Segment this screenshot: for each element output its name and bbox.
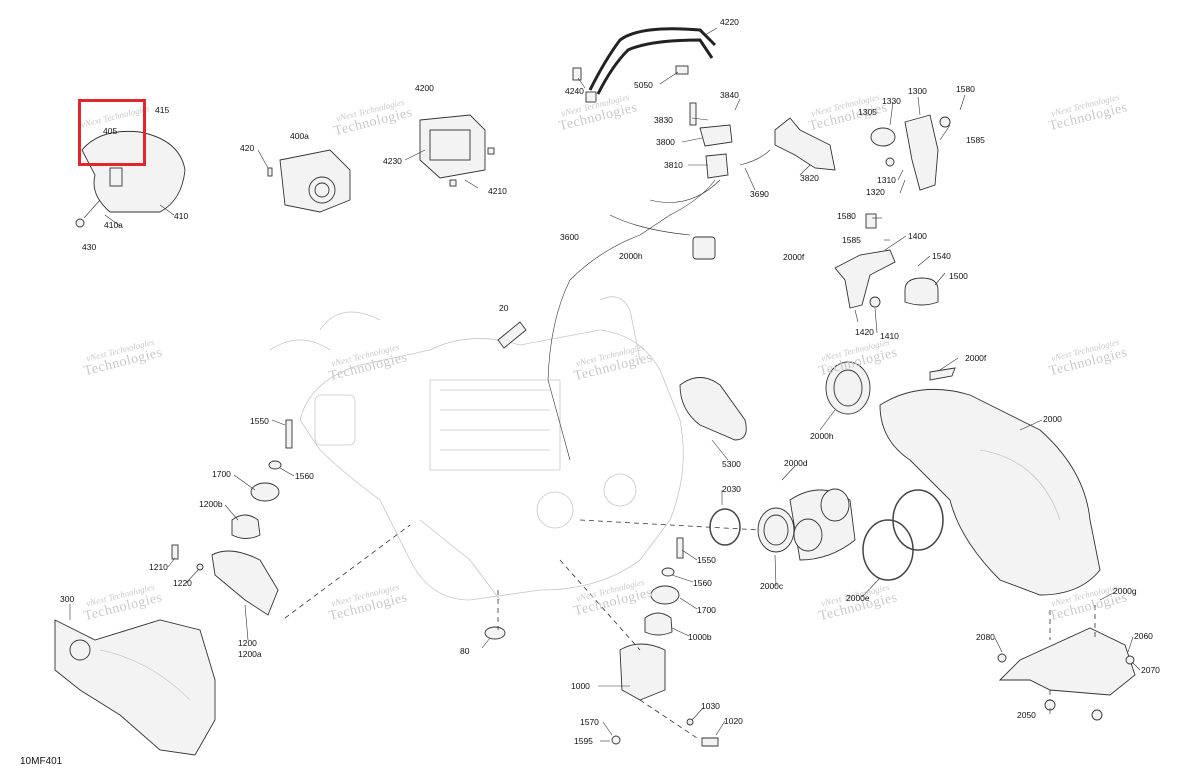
callout-2000[interactable]: 2000 [1043, 414, 1062, 424]
callout-1595[interactable]: 1595 [574, 736, 593, 746]
callout-5300[interactable]: 5300 [722, 459, 741, 469]
callout-2000f-top[interactable]: 2000f [783, 252, 805, 262]
callout-2000e[interactable]: 2000e [846, 593, 870, 603]
callout-4220[interactable]: 4220 [720, 17, 739, 27]
callout-1580-top[interactable]: 1580 [956, 84, 975, 94]
callout-80[interactable]: 80 [460, 646, 470, 656]
callout-2060[interactable]: 2060 [1134, 631, 1153, 641]
callout-1320[interactable]: 1320 [866, 187, 885, 197]
callout-420[interactable]: 420 [240, 143, 255, 153]
callout-2070[interactable]: 2070 [1141, 665, 1160, 675]
callout-1200b[interactable]: 1200b [199, 499, 223, 509]
part-2000c-boot[interactable] [709, 488, 944, 581]
callout-1220[interactable]: 1220 [173, 578, 192, 588]
callout-1420[interactable]: 1420 [855, 327, 874, 337]
part-3820-bracket[interactable] [774, 117, 836, 171]
highlight-box [78, 99, 146, 166]
callout-1200[interactable]: 1200 [238, 638, 257, 648]
part-3800-bracket[interactable] [547, 102, 771, 461]
callout-1400[interactable]: 1400 [908, 231, 927, 241]
callout-400a[interactable]: 400a [290, 131, 309, 141]
callout-1560-left[interactable]: 1560 [295, 471, 314, 481]
part-400a-actuator[interactable] [267, 149, 351, 213]
part-1300-mount[interactable] [870, 114, 951, 191]
callout-1500[interactable]: 1500 [949, 271, 968, 281]
callout-1030[interactable]: 1030 [701, 701, 720, 711]
callout-1020[interactable]: 1020 [724, 716, 743, 726]
callout-3800[interactable]: 3800 [656, 137, 675, 147]
part-80-bushing[interactable] [484, 626, 506, 640]
callout-1700-left[interactable]: 1700 [212, 469, 231, 479]
callout-300[interactable]: 300 [60, 594, 75, 604]
callout-2000h[interactable]: 2000h [810, 431, 834, 441]
callout-3820[interactable]: 3820 [800, 173, 819, 183]
callout-3810[interactable]: 3810 [664, 160, 683, 170]
callout-1000[interactable]: 1000 [571, 681, 590, 691]
callout-1570[interactable]: 1570 [580, 717, 599, 727]
callout-1700-right[interactable]: 1700 [697, 605, 716, 615]
leader-lines [69, 27, 1141, 742]
part-1400-bracket[interactable] [834, 213, 939, 309]
assembly-lines [284, 519, 1096, 741]
callout-410[interactable]: 410 [174, 211, 189, 221]
callout-1300[interactable]: 1300 [908, 86, 927, 96]
part-4220-harness[interactable] [572, 27, 717, 103]
callout-405[interactable]: 405 [103, 126, 118, 136]
callout-2050[interactable]: 2050 [1017, 710, 1036, 720]
part-2060-bracket[interactable] [997, 627, 1136, 721]
callout-1200a[interactable]: 1200a [238, 649, 262, 659]
callout-1210[interactable]: 1210 [149, 562, 168, 572]
callout-1310[interactable]: 1310 [877, 175, 896, 185]
part-1000-mount[interactable] [611, 537, 719, 747]
callout-3600[interactable]: 3600 [560, 232, 579, 242]
callout-4230[interactable]: 4230 [383, 156, 402, 166]
part-300-housing[interactable] [54, 619, 216, 756]
callout-3830[interactable]: 3830 [654, 115, 673, 125]
part-4200-module[interactable] [419, 114, 495, 187]
callout-1560-right[interactable]: 1560 [693, 578, 712, 588]
callout-1580-mid[interactable]: 1580 [837, 211, 856, 221]
part-20-pin[interactable] [497, 321, 527, 349]
callout-20[interactable]: 20 [499, 303, 509, 313]
callout-1550-right[interactable]: 1550 [697, 555, 716, 565]
callout-1330[interactable]: 1330 [882, 96, 901, 106]
callout-3690[interactable]: 3690 [750, 189, 769, 199]
callout-2000c[interactable]: 2000c [760, 581, 784, 591]
callout-2000g[interactable]: 2000g [1113, 586, 1137, 596]
callout-5050[interactable]: 5050 [634, 80, 653, 90]
part-2000-airbox[interactable] [825, 361, 1101, 596]
callout-1410[interactable]: 1410 [880, 331, 899, 341]
callout-2000h-top[interactable]: 2000h [619, 251, 643, 261]
callout-1540[interactable]: 1540 [932, 251, 951, 261]
callout-4210[interactable]: 4210 [488, 186, 507, 196]
callout-1000b[interactable]: 1000b [688, 632, 712, 642]
callout-1305[interactable]: 1305 [858, 107, 877, 117]
callout-4240[interactable]: 4240 [565, 86, 584, 96]
callout-4200[interactable]: 4200 [415, 83, 434, 93]
callout-410a[interactable]: 410a [104, 220, 123, 230]
diagram-code: 10MF401 [20, 756, 63, 767]
callout-415[interactable]: 415 [155, 105, 170, 115]
callout-1585-top[interactable]: 1585 [966, 135, 985, 145]
engine-ghost-outline [269, 296, 684, 601]
part-410-cover[interactable] [75, 130, 186, 228]
callout-430[interactable]: 430 [82, 242, 97, 252]
callout-1550-left[interactable]: 1550 [250, 416, 269, 426]
part-5300-cover[interactable] [679, 377, 747, 441]
callout-1585-mid[interactable]: 1585 [842, 235, 861, 245]
callout-2000d[interactable]: 2000d [784, 458, 808, 468]
callout-2080[interactable]: 2080 [976, 632, 995, 642]
callout-2000f[interactable]: 2000f [965, 353, 987, 363]
callout-2030[interactable]: 2030 [722, 484, 741, 494]
callout-3840[interactable]: 3840 [720, 90, 739, 100]
part-1200-mount[interactable] [171, 419, 293, 616]
